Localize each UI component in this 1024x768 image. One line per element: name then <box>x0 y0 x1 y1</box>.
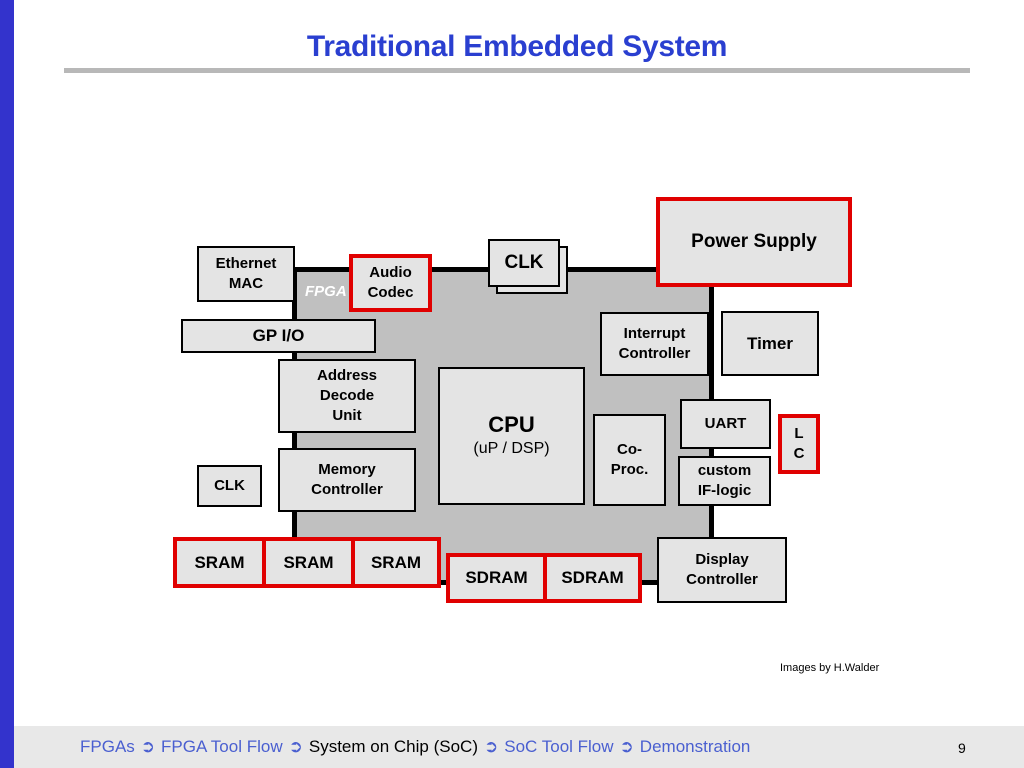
memory-controller-box: Memory Controller <box>278 448 416 512</box>
uart-box: UART <box>680 399 771 449</box>
fpga-chip-label: FPGA <box>305 283 347 300</box>
footer-bar <box>14 726 1024 768</box>
cpu-subtitle: (uP / DSP) <box>473 440 550 457</box>
breadcrumb-soc-tool-flow[interactable]: SoC Tool Flow <box>504 737 614 756</box>
breadcrumb-fpga-tool-flow[interactable]: FPGA Tool Flow <box>161 737 283 756</box>
sram-box-1: SRAM <box>173 537 266 588</box>
arrow-right-icon: ➲ <box>288 737 303 756</box>
image-credit: Images by H.Walder <box>780 662 880 674</box>
power-supply-box: Power Supply <box>656 197 852 287</box>
coprocessor-box: Co- Proc. <box>593 414 666 506</box>
sram-box-2: SRAM <box>262 537 355 588</box>
ethernet-mac-box: Ethernet MAC <box>197 246 295 302</box>
arrow-right-icon: ➲ <box>484 737 499 756</box>
clk-left-box: CLK <box>197 465 262 507</box>
timer-box: Timer <box>721 311 819 376</box>
arrow-right-icon: ➲ <box>619 737 634 756</box>
cpu-box: CPU (uP / DSP) <box>438 367 585 505</box>
breadcrumb-fpgas[interactable]: FPGAs <box>80 737 135 756</box>
page-title: Traditional Embedded System <box>306 30 728 63</box>
interrupt-controller-box: Interrupt Controller <box>600 312 709 376</box>
sram-box-3: SRAM <box>351 537 441 588</box>
cpu-label: CPU <box>488 412 535 437</box>
custom-if-logic-box: custom IF-logic <box>678 456 771 506</box>
footer-breadcrumb: FPGAs ➲ FPGA Tool Flow ➲ System on Chip (SoC… <box>80 737 750 757</box>
breadcrumb-system-on-chip[interactable]: System on Chip (SoC) <box>308 737 478 756</box>
address-decode-unit-box: Address Decode Unit <box>278 359 416 433</box>
breadcrumb-demonstration[interactable]: Demonstration <box>639 737 751 756</box>
left-accent-bar <box>0 0 14 768</box>
audio-codec-box: Audio Codec <box>349 254 432 312</box>
sdram-box-2: SDRAM <box>543 553 642 603</box>
arrow-right-icon: ➲ <box>140 737 156 756</box>
display-controller-box: Display Controller <box>657 537 787 603</box>
title-divider <box>64 68 970 73</box>
lc-box: L C <box>778 414 820 474</box>
sdram-box-1: SDRAM <box>446 553 547 603</box>
clk-top-box: CLK <box>488 239 560 287</box>
page-number: 9 <box>958 740 966 756</box>
gpio-box: GP I/O <box>181 319 376 353</box>
